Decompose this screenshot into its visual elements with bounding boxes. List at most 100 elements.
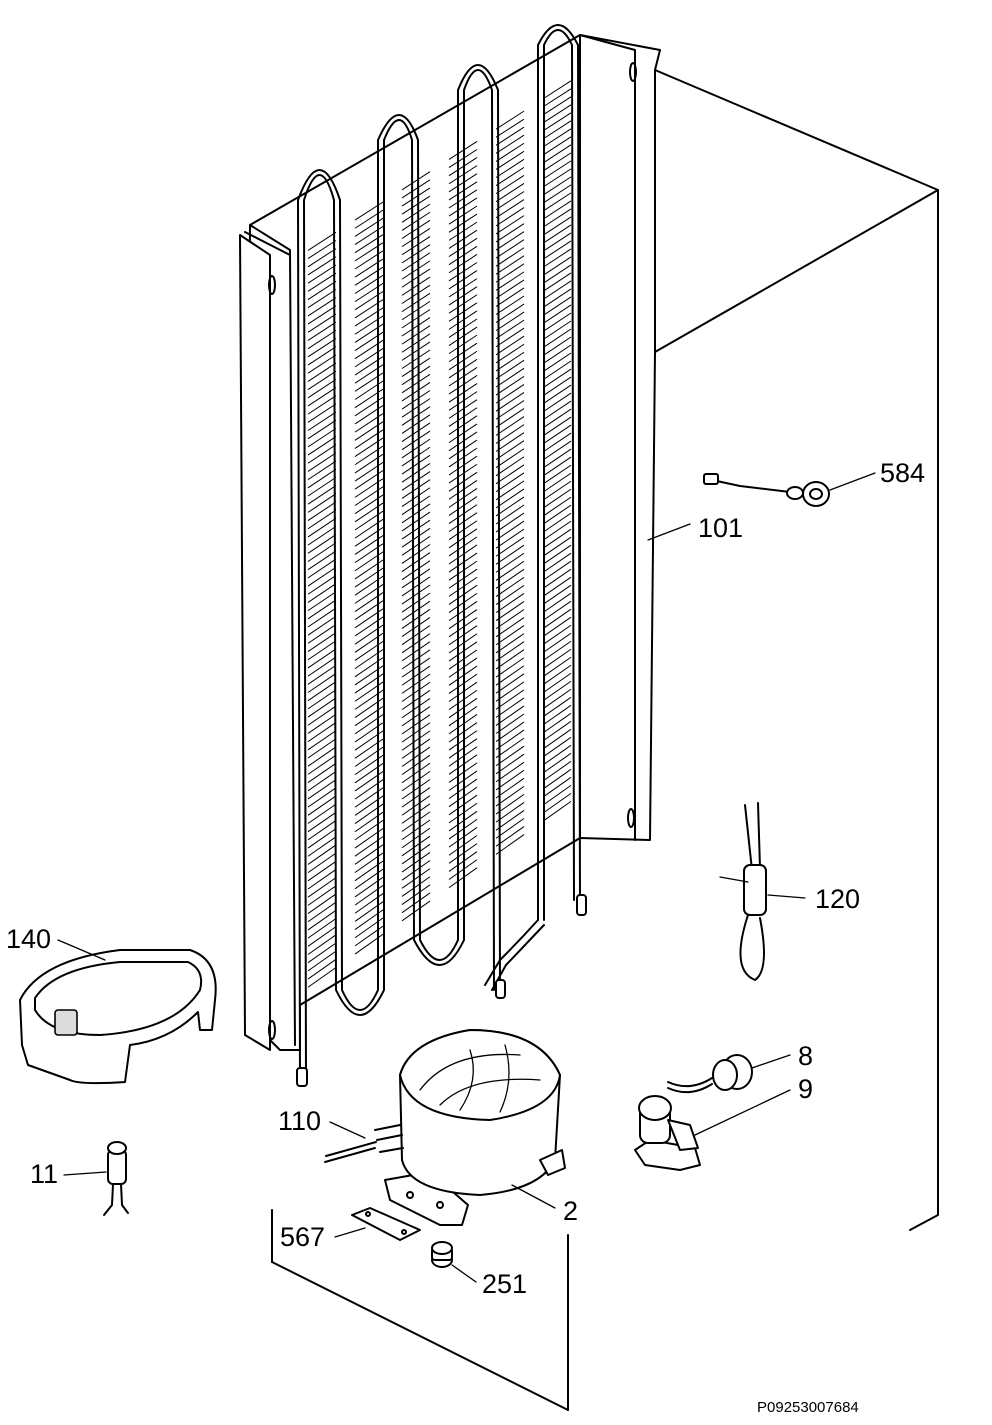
fin-line <box>307 354 337 374</box>
fin-line <box>542 448 572 469</box>
fin-line <box>401 657 431 678</box>
fin-line <box>401 260 431 280</box>
fin-line <box>542 536 572 557</box>
fin-line <box>495 343 525 364</box>
fin-line <box>401 381 431 402</box>
fin-line <box>495 488 525 509</box>
callout-101: 101 <box>698 513 743 543</box>
fin-line <box>495 810 525 831</box>
fin-line <box>307 664 337 685</box>
fin-line <box>542 264 572 284</box>
fin-line <box>495 472 525 493</box>
fin-line <box>401 454 431 475</box>
fin-line <box>495 729 525 751</box>
fin-line <box>542 400 572 421</box>
cabinet-outline <box>271 69 939 1411</box>
fin-line <box>495 504 525 525</box>
fin-line <box>307 762 337 783</box>
fin-line <box>495 737 525 759</box>
part-251-grommet <box>431 1241 477 1283</box>
fin-line <box>542 568 572 589</box>
fin-line <box>495 199 525 219</box>
fin-line <box>495 721 525 742</box>
fin-line <box>401 276 431 296</box>
fin-line <box>401 219 431 239</box>
fin-line <box>307 485 337 505</box>
fin-line <box>307 705 337 726</box>
fin-line <box>495 351 525 372</box>
callout-110: 110 <box>278 1106 321 1136</box>
fin-line <box>542 80 572 100</box>
fin-line <box>307 305 337 325</box>
fin-line <box>495 520 525 541</box>
fin-line <box>307 885 337 906</box>
fin-line <box>401 495 431 516</box>
fin-line <box>401 738 431 759</box>
fin-line <box>542 800 572 822</box>
fin-line <box>495 673 525 694</box>
fin-line <box>542 176 572 196</box>
fin-line <box>307 427 337 448</box>
callout-8: 8 <box>798 1041 813 1071</box>
fin-line <box>495 544 525 565</box>
fin-line <box>495 448 525 469</box>
fin-line <box>495 432 525 452</box>
fin-line <box>401 487 431 507</box>
fin-line <box>307 395 337 415</box>
fin-line <box>495 263 525 283</box>
fin-line <box>401 827 431 849</box>
fin-line <box>495 150 525 170</box>
fin-line <box>307 779 337 800</box>
fin-line <box>542 680 572 702</box>
fin-line <box>495 601 525 622</box>
fin-line <box>495 110 525 130</box>
fin-line <box>495 158 525 178</box>
fin-line <box>307 493 337 513</box>
fin-line <box>401 535 431 556</box>
fin-line <box>495 464 525 485</box>
fin-line <box>542 296 572 316</box>
fin-line <box>307 820 337 841</box>
fin-line <box>495 271 525 291</box>
fin-line <box>495 705 525 726</box>
fin-line <box>307 574 337 595</box>
fin-line <box>542 632 572 654</box>
fin-line <box>542 408 572 429</box>
fin-line <box>542 320 572 341</box>
fin-line <box>307 656 337 677</box>
fin-line <box>401 365 431 386</box>
fin-line <box>495 359 525 380</box>
fin-line <box>542 664 572 686</box>
fin-line <box>401 244 431 264</box>
part-110-pipe <box>324 1121 377 1163</box>
fin-line <box>307 452 337 472</box>
fin-line <box>307 950 337 972</box>
fin-line <box>401 503 431 524</box>
fin-line <box>401 892 431 914</box>
fin-line <box>542 424 572 445</box>
fin-line <box>542 520 572 541</box>
fin-line <box>542 312 572 333</box>
fin-line <box>495 440 525 460</box>
fin-line <box>542 504 572 525</box>
fin-line <box>307 240 337 260</box>
fin-line <box>401 625 431 646</box>
fin-line <box>307 967 337 988</box>
part-2-compressor <box>374 1029 566 1226</box>
fin-line <box>401 770 431 792</box>
fin-line <box>307 877 337 898</box>
fin-line <box>401 268 431 288</box>
fin-line <box>542 648 572 670</box>
fin-line <box>495 576 525 597</box>
fin-line <box>542 768 572 790</box>
fin-line <box>307 264 337 284</box>
fin-line <box>495 134 525 154</box>
fin-line <box>401 325 431 345</box>
fin-line <box>401 349 431 369</box>
fin-line <box>495 367 525 388</box>
fin-line <box>542 360 572 381</box>
fin-line <box>495 255 525 275</box>
fin-line <box>401 835 431 857</box>
fin-line <box>307 828 337 849</box>
callout-2: 2 <box>563 1196 578 1226</box>
